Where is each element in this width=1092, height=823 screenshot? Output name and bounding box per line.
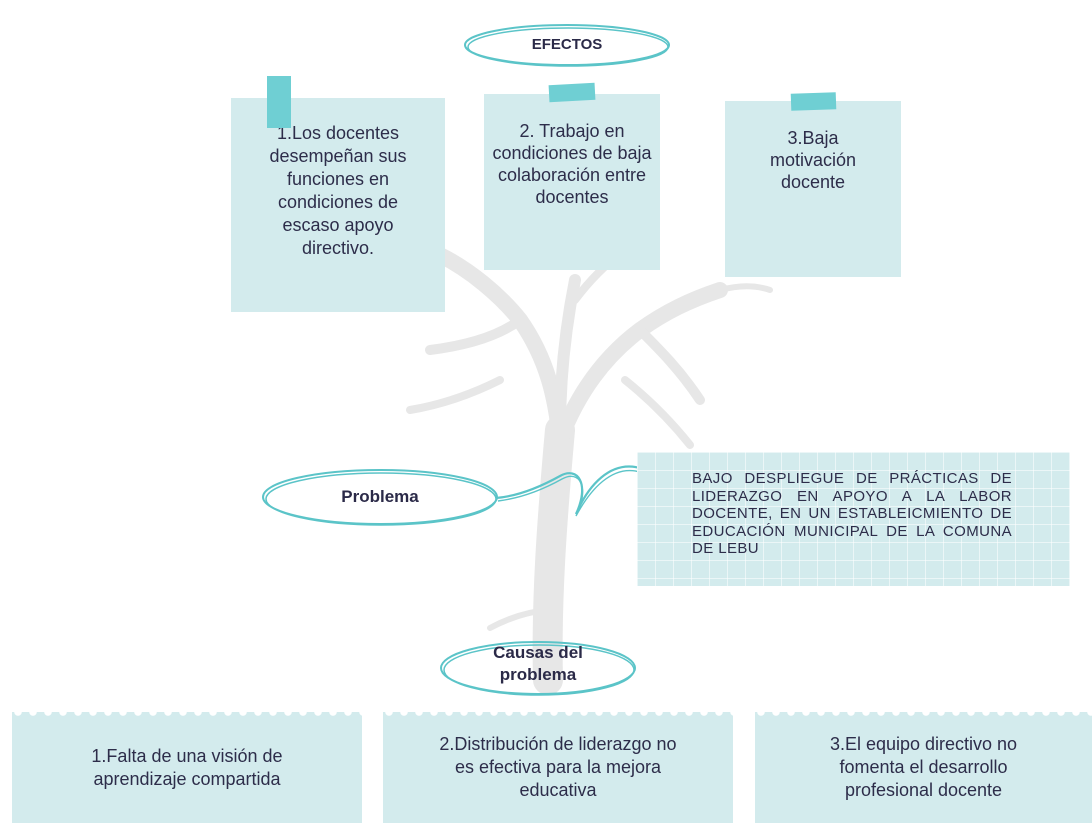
effect-note-2-text: 2. Trabajo en condiciones de baja colabo… xyxy=(492,121,652,207)
cause-card-1-text: 1.Falta de una visión de aprendizaje com… xyxy=(91,745,283,789)
cause-card-1: 1.Falta de una visión de aprendizaje com… xyxy=(12,712,362,823)
effect-note-1: 1.Los docentes desempeñan sus funciones … xyxy=(231,98,445,312)
effect-note-3: 3.Baja motivación docente xyxy=(725,101,901,277)
causes-title-line2: problema xyxy=(499,665,577,684)
tape-decoration xyxy=(548,82,596,103)
cause-card-3-text: 3.El equipo directivo no fomenta el desa… xyxy=(829,734,1018,800)
tape-decoration xyxy=(790,92,837,111)
causes-title-line1: Causas del xyxy=(493,643,583,662)
tape-decoration xyxy=(267,76,291,128)
torn-edge xyxy=(383,712,733,720)
effect-note-1-text: 1.Los docentes desempeñan sus funciones … xyxy=(269,123,407,258)
cause-card-2-text: 2.Distribución de liderazgo no es efecti… xyxy=(439,734,677,800)
cause-card-2: 2.Distribución de liderazgo no es efecti… xyxy=(383,712,733,823)
torn-edge xyxy=(755,712,1092,720)
effects-title: EFECTOS xyxy=(531,36,603,53)
problem-description: BAJO DESPLIEGUE DE PRÁCTICAS DE LIDERAZG… xyxy=(692,470,1012,557)
effect-note-2: 2. Trabajo en condiciones de baja colabo… xyxy=(484,94,660,270)
oval-outline xyxy=(440,641,636,696)
oval-outline xyxy=(464,24,670,67)
problem-label: Problema xyxy=(341,487,419,506)
cause-card-3: 3.El equipo directivo no fomenta el desa… xyxy=(755,712,1092,823)
problem-description-box xyxy=(637,452,1070,586)
torn-edge xyxy=(12,712,362,720)
effect-note-3-text: 3.Baja motivación docente xyxy=(769,128,857,192)
problem-label-oval: Problema xyxy=(260,466,500,530)
effects-title-oval: EFECTOS xyxy=(462,22,672,70)
causes-title-oval: Causas del problema xyxy=(438,634,638,696)
